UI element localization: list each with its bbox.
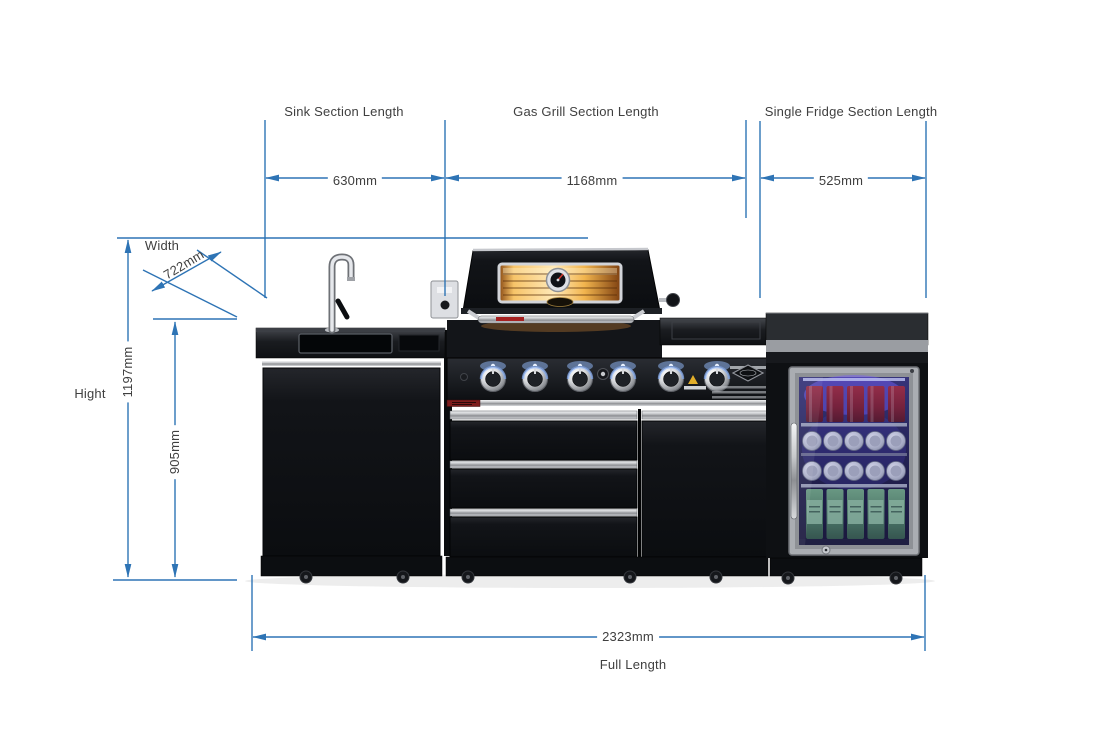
faucet [325,253,355,334]
full-length-label: Full Length [599,656,667,672]
fridge-door-handle [790,422,798,520]
drawer-stack [449,410,638,558]
height-label: Hight [74,385,106,401]
fridge-module [765,312,929,577]
green-cans-row [806,489,905,539]
silver-cans-row-1 [802,431,906,451]
sink-module [255,253,452,577]
width-label: Width [144,237,180,253]
hood-handle [466,309,646,324]
silver-cans-row-2 [802,461,906,481]
counter-recess [398,334,440,352]
grill-cabinet-door [641,410,768,558]
fridge-section-value: 525mm [813,173,869,189]
brand-badge [546,297,574,307]
sink-basin [298,333,393,354]
diamond-logo-badge [731,364,765,382]
ground-shadow [245,574,935,588]
glass-reflection [799,377,823,545]
red-cans-row [806,386,905,422]
sink-cabinet-door [262,367,441,557]
grill-section-value: 1168mm [561,173,623,189]
thermometer-gauge-icon [545,267,571,293]
full-length-value: 2323mm [597,629,659,645]
outdoor-kitchen-product [245,247,935,588]
sink-section-label: Sink Section Length [284,103,404,119]
counter-trim [262,361,441,366]
faucet-lever [335,298,350,320]
bench-height-value: 905mm [167,424,183,480]
caster-wheels [299,570,903,585]
warning-triangle-icon [688,375,698,384]
burner-knobs [479,361,731,392]
fridge-door [788,366,920,556]
grill-hood [430,247,680,324]
grill-section-label: Gas Grill Section Length [513,103,659,119]
width-dimension [151,251,222,292]
fridge-section-label: Single Fridge Section Length [764,103,938,119]
rotisserie-knob [659,293,680,307]
height-value: 1197mm [120,341,136,403]
grill-module [430,247,772,577]
sink-section-value: 630mm [327,173,383,189]
red-label [446,399,481,407]
control-panel [446,357,772,403]
